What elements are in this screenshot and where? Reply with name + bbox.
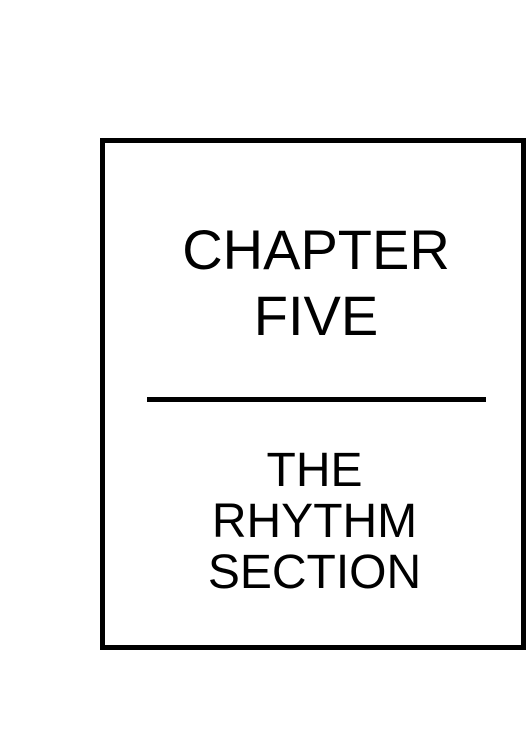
chapter-heading: CHAPTER FIVE	[105, 217, 521, 349]
chapter-title-line-2: RHYTHM	[211, 495, 418, 548]
chapter-title-line-3: SECTION	[207, 546, 422, 599]
divider-rule	[147, 397, 486, 402]
chapter-number: FIVE	[253, 284, 379, 347]
chapter-title-frame: CHAPTER FIVE THE RHYTHM SECTION	[100, 138, 526, 650]
chapter-label: CHAPTER	[182, 218, 450, 281]
chapter-title-line-1: THE	[266, 444, 363, 497]
chapter-title: THE RHYTHM SECTION	[105, 445, 521, 598]
